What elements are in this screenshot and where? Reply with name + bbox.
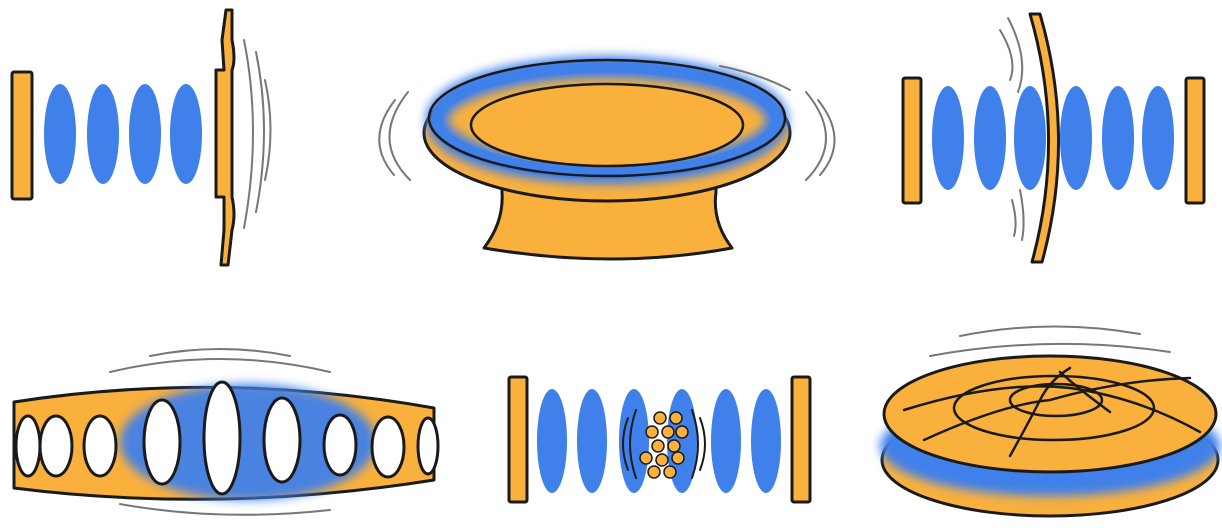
vibration-lines — [930, 326, 1170, 356]
vibration-lines — [244, 40, 271, 228]
membrane-in-middle-panel — [903, 14, 1204, 262]
optical-mode — [44, 84, 202, 184]
left-mirror — [903, 78, 921, 203]
left-mirror — [509, 377, 527, 502]
right-mirror — [792, 377, 810, 502]
microtoroid-panel — [379, 60, 834, 259]
flexible-mirror — [216, 10, 234, 265]
fixed-mirror — [12, 72, 32, 199]
microdisk-panel — [880, 326, 1220, 516]
levitated-particle-panel — [509, 377, 810, 502]
optomechanical-crystal-panel — [14, 349, 438, 515]
toroid-inner-disk — [471, 84, 743, 166]
fabry-perot-cavity-panel — [12, 10, 271, 265]
right-mirror — [1186, 78, 1204, 203]
